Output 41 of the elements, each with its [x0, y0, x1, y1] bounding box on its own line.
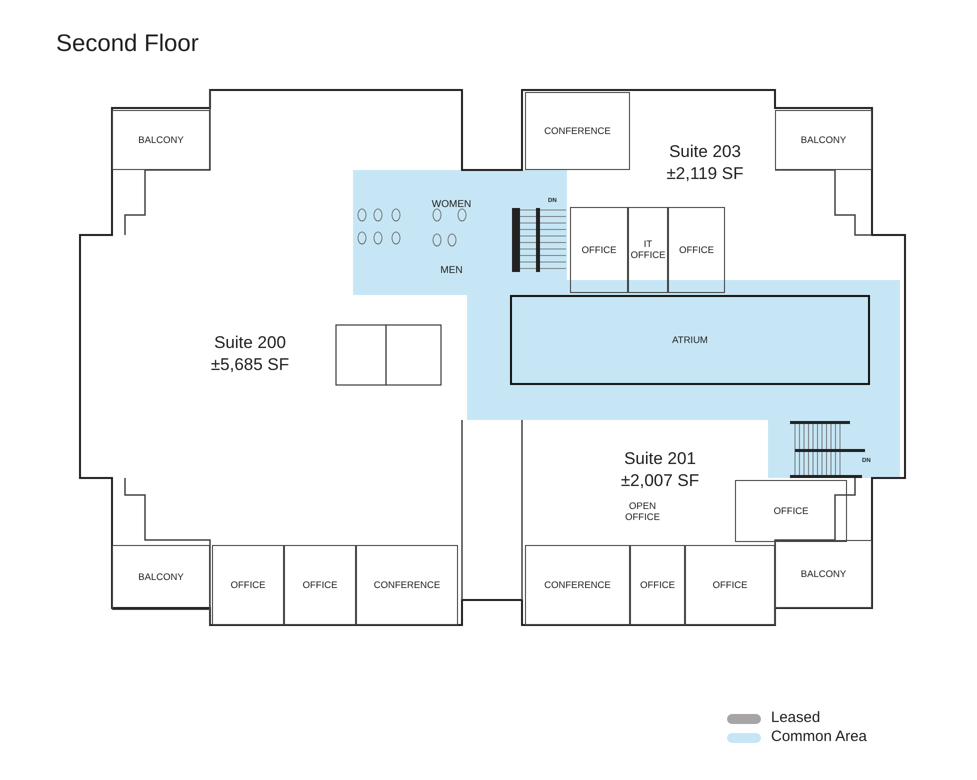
- title: Second Floor: [56, 30, 199, 58]
- room: [630, 545, 685, 625]
- room-name: BALCONY: [800, 568, 846, 580]
- room: [112, 545, 210, 610]
- room-name: WOMEN: [432, 198, 472, 210]
- room-name: Suite 201 ±2,007 SF: [620, 448, 700, 492]
- atrium-room: [510, 295, 870, 385]
- room-name: BALCONY: [800, 134, 846, 146]
- room: [525, 92, 630, 170]
- room-name: CONFERENCE: [374, 580, 440, 590]
- legend-label: Leased: [771, 709, 820, 726]
- room-name: ATRIUM: [672, 334, 708, 346]
- room-name: OFFICE: [230, 580, 266, 590]
- room: [775, 110, 872, 170]
- room: [775, 540, 872, 608]
- room: [284, 545, 356, 625]
- room: [112, 110, 210, 170]
- room-name: OFFICE: [640, 580, 675, 590]
- legend-label: Common Area: [771, 728, 867, 745]
- room-name: OFFICE: [582, 244, 616, 256]
- room: [735, 480, 847, 542]
- room: [570, 207, 628, 293]
- room-name: CONFERENCE: [544, 580, 611, 590]
- room: [668, 207, 725, 293]
- room-name: BALCONY: [138, 572, 184, 583]
- room-name: CONFERENCE: [544, 126, 611, 136]
- room-name: IT OFFICE: [630, 239, 666, 261]
- room-name: OFFICE: [774, 506, 808, 516]
- room: [685, 545, 775, 625]
- room-name: OFFICE: [679, 244, 714, 256]
- room-name: OPEN OFFICE: [624, 501, 661, 523]
- room: [356, 545, 458, 625]
- room: [628, 207, 668, 293]
- room-name: Suite 203 ±2,119 SF: [665, 141, 745, 185]
- room: [525, 545, 630, 625]
- room-name: MEN: [440, 264, 463, 276]
- room-name: OFFICE: [712, 580, 748, 590]
- room-name: BALCONY: [138, 134, 184, 146]
- room-name: OFFICE: [302, 580, 338, 590]
- room: [212, 545, 284, 625]
- room-name: Suite 200 ±5,685 SF: [210, 332, 290, 376]
